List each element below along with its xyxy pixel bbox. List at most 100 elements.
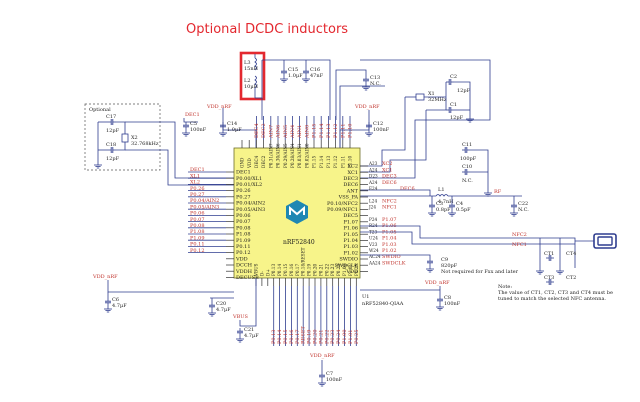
svg-text:0.8pF: 0.8pF <box>436 207 451 213</box>
svg-text:CT3: CT3 <box>544 275 554 281</box>
nfc1-label: NFC1 <box>512 242 527 248</box>
cap-c10: C10 N.C. <box>461 164 473 184</box>
bottom-net-label: P0.19 <box>307 330 313 345</box>
right-pin-label: P1.05 <box>344 232 359 238</box>
top-net-label: DEC4 <box>254 123 260 138</box>
nfc2-label: NFC2 <box>512 232 527 238</box>
bottom-pin-label: P1.01 <box>348 264 353 276</box>
svg-text:12pF: 12pF <box>106 128 120 134</box>
right-pin-number: U24 <box>369 236 378 241</box>
bottom-pin-label: VBUS <box>254 263 259 277</box>
top-net-label: P1.15 <box>312 124 318 139</box>
cap-c9: C9 820pF <box>425 257 458 273</box>
bottom-pin-label: P0.14 <box>277 264 282 276</box>
bottom-net-label: P1.01 <box>348 330 354 345</box>
left-pin-label: P0.04/AIN2 <box>236 201 265 207</box>
top-net-label: AIN0 <box>304 125 310 139</box>
right-pin-label: XC2 <box>348 164 358 170</box>
svg-text:4.7nH: 4.7nH <box>438 199 454 205</box>
nfc-note-line1: Note: <box>498 284 512 290</box>
top-pin-label: P0.30/AIN6 <box>276 143 281 168</box>
bottom-pin-label: D+ <box>265 269 270 276</box>
bottom-net-label: P0.14 <box>277 330 283 345</box>
right-pin-label: VDD <box>345 269 358 275</box>
svg-text:CT2: CT2 <box>566 275 576 281</box>
left-net-label: XL2 <box>190 180 200 186</box>
top-pin-label: DEC4 <box>254 155 259 168</box>
left-pin-label: P0.06 <box>236 213 251 219</box>
right-pin-label: XC1 <box>348 170 358 176</box>
cap-c3: C3 0.8pF <box>427 201 451 217</box>
svg-text:N.C.: N.C. <box>518 207 529 213</box>
svg-text:C7: C7 <box>326 371 333 377</box>
bottom-net-label: P0.16 <box>289 330 295 345</box>
right-pin-number: L24 <box>369 198 377 203</box>
svg-text:C18: C18 <box>106 142 116 148</box>
right-pin-label: ANT <box>346 188 359 194</box>
svg-text:C13: C13 <box>370 75 380 81</box>
right-pin-number: V23 <box>368 242 378 247</box>
svg-text:C16: C16 <box>310 67 320 73</box>
svg-text:C20: C20 <box>216 301 226 307</box>
svg-text:C2: C2 <box>450 74 457 80</box>
svg-text:C11: C11 <box>462 142 472 148</box>
right-pin-number: W24 <box>369 248 379 253</box>
left-pin-label: P0.00/XL1 <box>236 176 262 182</box>
right-pin-label: SWDIO <box>339 257 358 263</box>
top-pin-label: P0.03/AIN1 <box>297 143 302 168</box>
top-pin-label: P0.29/AIN5 <box>283 143 288 168</box>
right-pin-number: A23 <box>368 161 378 166</box>
chip-part: nRF52840-QIAA <box>362 301 404 307</box>
cap-c11: C11 100pF <box>460 142 477 162</box>
left-pin-label: P0.07 <box>236 219 251 225</box>
svg-text:C6: C6 <box>112 297 119 303</box>
right-pin-number: P24 <box>369 217 377 222</box>
top-net-label: AIN1 <box>297 125 303 139</box>
bottom-pin-label: P0.22 <box>324 264 329 276</box>
bottom-pin-label: P0.21 <box>318 264 323 276</box>
left-net-label: P0.04/AIN2 <box>190 198 219 204</box>
left-pin-label: P0.05/AIN3 <box>236 207 265 213</box>
nordic-logo <box>286 200 308 224</box>
right-pin-label: P0.10/NFC2 <box>327 201 358 207</box>
svg-text:C1: C1 <box>450 102 457 108</box>
top-net-label: AIN4 <box>290 125 296 139</box>
cap-c18: C18 12pF <box>106 142 120 162</box>
top-pin-label: P0.02/AIN0 <box>304 143 309 168</box>
svg-text:1.0µF: 1.0µF <box>288 73 303 79</box>
svg-text:12pF: 12pF <box>457 88 471 94</box>
top-net-label: AIN7 <box>268 125 274 139</box>
bottom-pin-label: P0.15 <box>283 264 288 276</box>
svg-text:C14: C14 <box>227 121 237 127</box>
svg-text:CT4: CT4 <box>566 251 576 257</box>
bottom-net-label: P0.25 <box>354 330 360 345</box>
svg-text:C3: C3 <box>436 201 443 207</box>
svg-text:100nF: 100nF <box>326 377 343 383</box>
top-pin-label: P0.31/AIN7 <box>268 143 273 168</box>
inductor-l2: L2 10µH <box>244 75 259 90</box>
bottom-net-label: P0.15 <box>283 330 289 345</box>
vdd-nrf-label-right: VDD_nRF <box>424 280 450 286</box>
svg-text:12pF: 12pF <box>106 156 120 162</box>
bottom-pin-label: P0.13 <box>271 264 276 276</box>
right-net-label: NFC2 <box>382 198 397 204</box>
top-net-label: P1.11 <box>340 124 346 139</box>
svg-text:L2: L2 <box>244 78 251 84</box>
top-net-label: P1.14 <box>319 124 325 139</box>
cap-c13: C13 N.C. <box>361 75 381 91</box>
svg-text:C22: C22 <box>518 201 528 207</box>
left-net-label: P0.11 <box>190 242 205 248</box>
left-net-label: P0.06 <box>190 211 205 217</box>
bottom-net-label: P0.20 <box>313 330 319 345</box>
top-net-label: AIN6 <box>276 125 282 139</box>
bottom-pin-label: P0.23 <box>330 264 335 276</box>
cap-c5: C5 100nF <box>181 121 207 137</box>
left-pin-label: P0.26 <box>236 188 251 194</box>
svg-text:100nF: 100nF <box>190 127 207 133</box>
bottom-net-label: P0.17 <box>295 330 301 345</box>
right-pin-number: A24 <box>368 180 378 185</box>
bottom-pin-label: P0.25 <box>354 264 359 276</box>
svg-text:L1: L1 <box>438 187 445 193</box>
annotation-title: Optional DCDC inductors <box>186 22 349 37</box>
